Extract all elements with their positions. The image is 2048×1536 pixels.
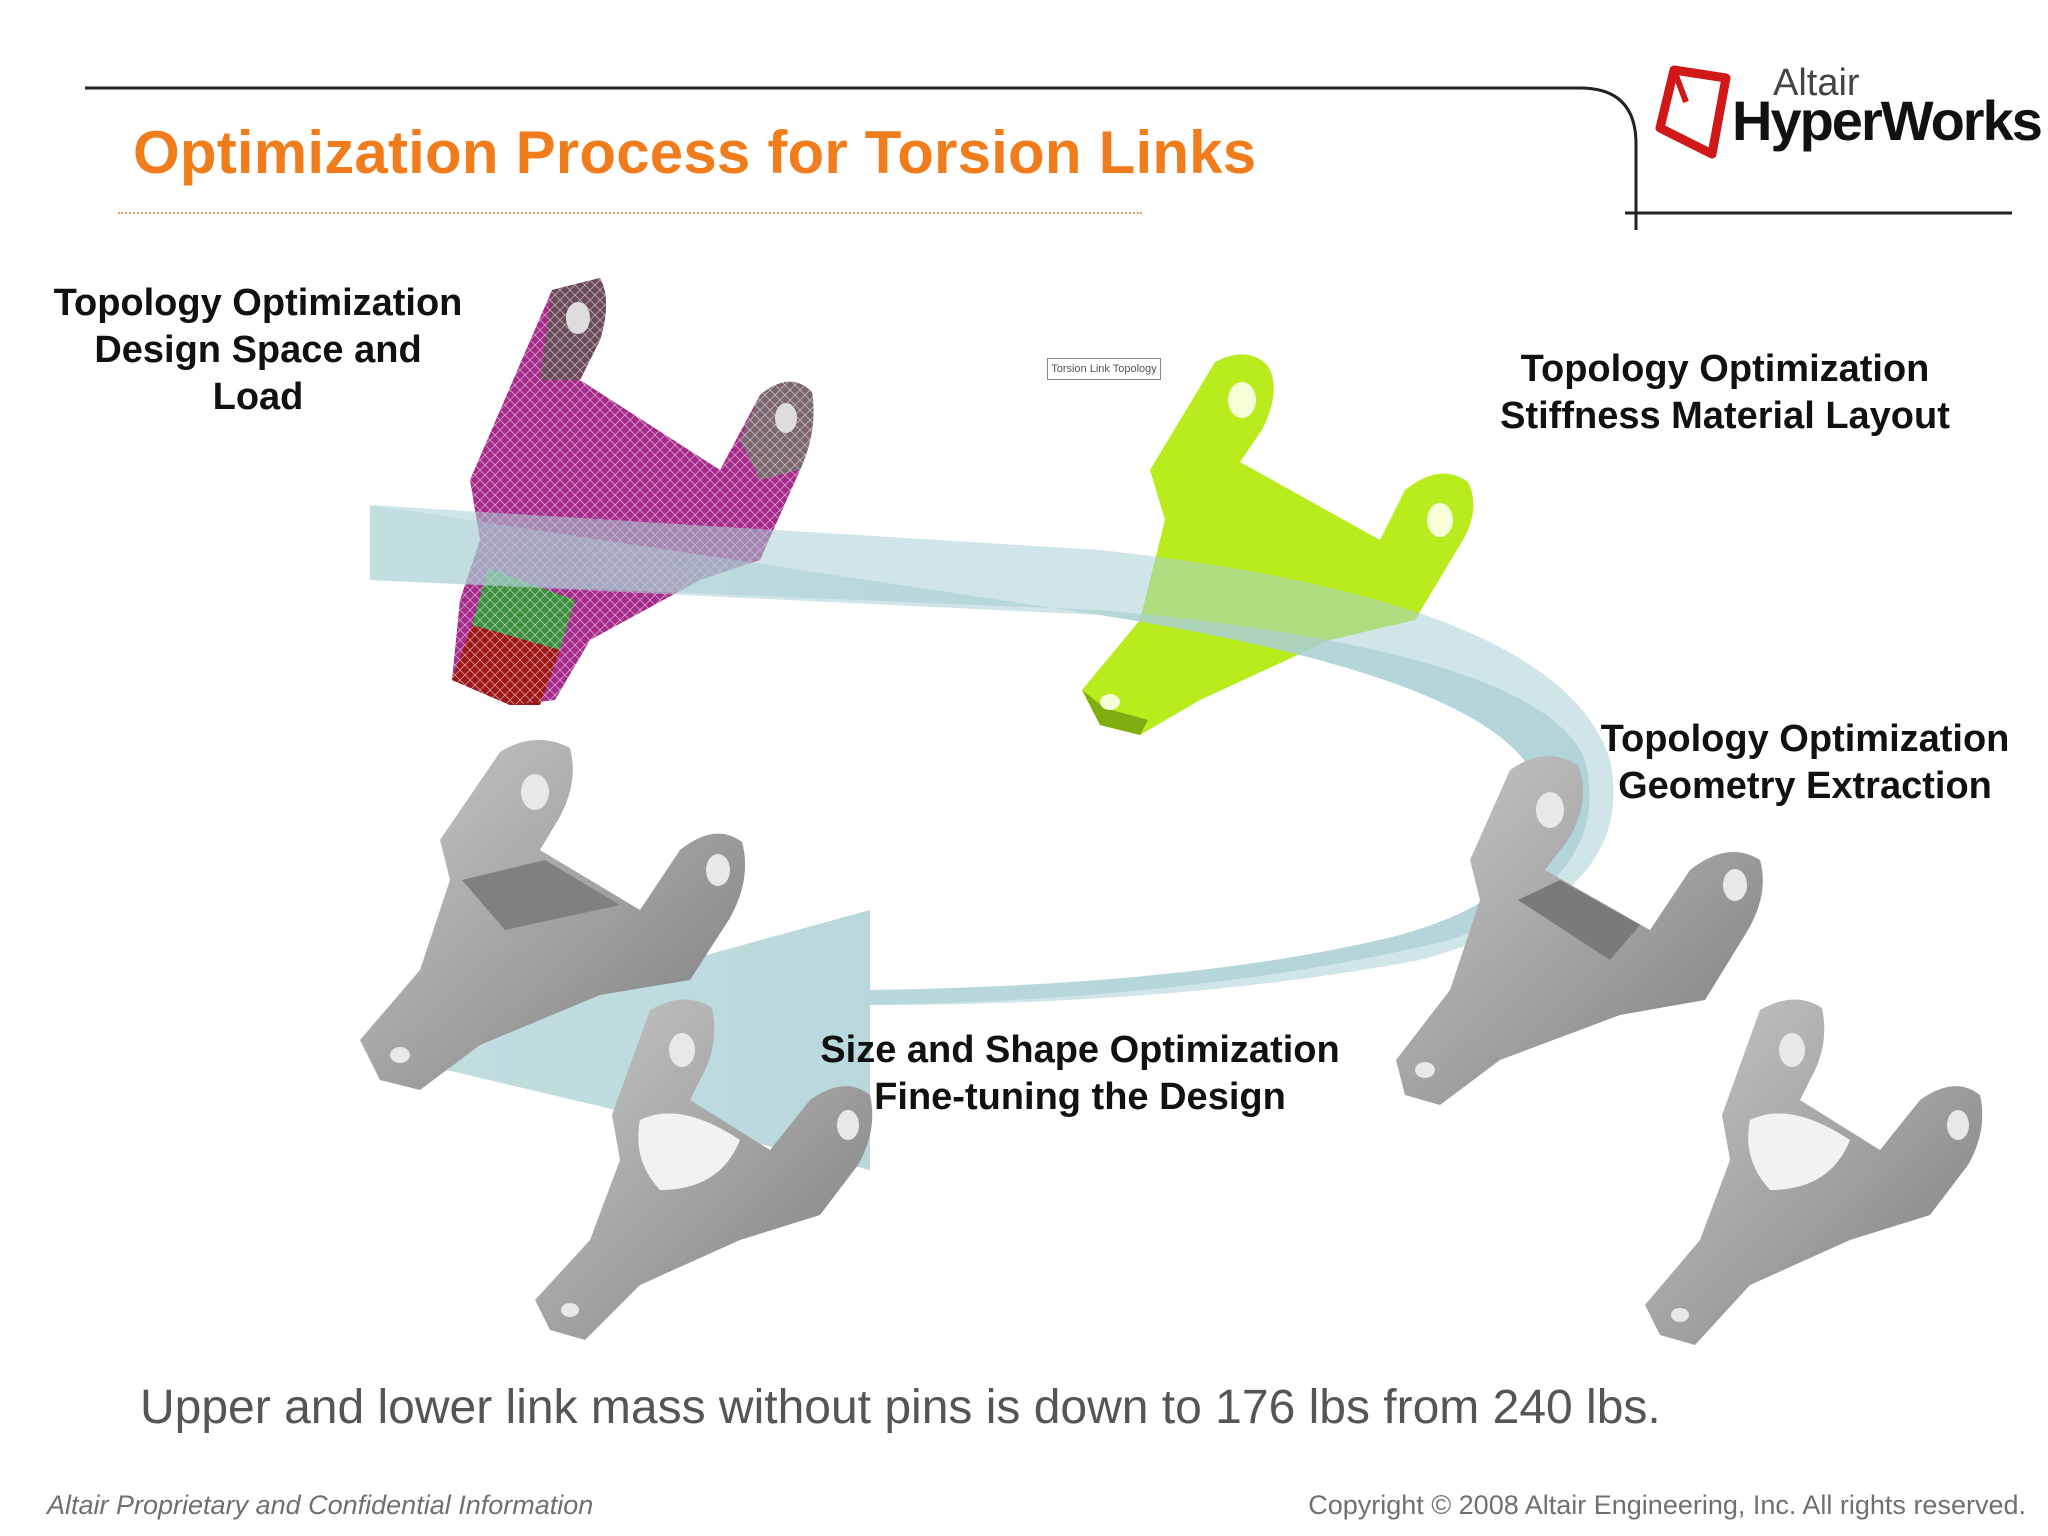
step-label-line: Topology Optimization bbox=[1520, 348, 1930, 390]
altair-logo-mark bbox=[1655, 65, 1731, 159]
design-space-mesh-part bbox=[452, 278, 814, 705]
fine-tuned-part-right bbox=[1645, 999, 1983, 1345]
footer-copyright: Copyright © 2008 Altair Engineering, Inc… bbox=[1308, 1490, 2026, 1520]
step-label-line: Size and Shape Optimization bbox=[820, 1029, 1340, 1071]
step-label-geometry-extraction: Topology Optimization Geometry Extractio… bbox=[1560, 716, 2048, 810]
material-layout-part bbox=[1082, 354, 1474, 735]
extracted-part-left bbox=[360, 739, 746, 1090]
logo-hyperworks-text: HyperWorks bbox=[1732, 89, 2043, 152]
step-label-line: Design Space and bbox=[94, 329, 422, 371]
step-label-line: Geometry Extraction bbox=[1618, 765, 1992, 807]
step-label-design-space: Topology Optimization Design Space and L… bbox=[38, 280, 478, 421]
header-rule bbox=[85, 86, 1638, 230]
step-label-material-layout: Topology Optimization Stiffness Material… bbox=[1470, 346, 1980, 440]
process-illustration bbox=[360, 278, 1983, 1345]
logo-altair-text: Altair bbox=[1773, 62, 1860, 104]
footer-confidential: Altair Proprietary and Confidential Info… bbox=[47, 1490, 594, 1520]
step-label-line: Topology Optimization bbox=[53, 282, 463, 324]
viewport-tag: Torsion Link Topology bbox=[1047, 358, 1161, 380]
step-label-line: Stiffness Material Layout bbox=[1500, 395, 1950, 437]
step-label-line: Load bbox=[212, 376, 304, 418]
slide-title: Optimization Process for Torsion Links bbox=[133, 119, 1257, 186]
fine-tuned-part-center bbox=[535, 999, 873, 1340]
step-label-line: Topology Optimization bbox=[1600, 718, 2010, 760]
step-label-line: Fine-tuning the Design bbox=[874, 1076, 1286, 1118]
summary-text: Upper and lower link mass without pins i… bbox=[140, 1381, 1661, 1434]
header-frame bbox=[85, 86, 2012, 230]
step-label-fine-tuning: Size and Shape Optimization Fine-tuning … bbox=[800, 1027, 1360, 1121]
title-underline bbox=[118, 212, 1142, 214]
geometry-extraction-part bbox=[1396, 756, 1763, 1105]
